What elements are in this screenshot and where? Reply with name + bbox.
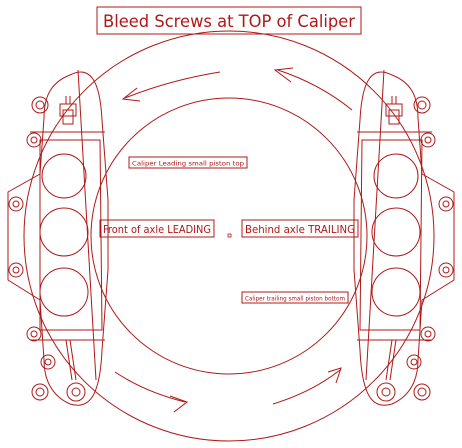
behind-label: Behind axle TRAILING [241,219,359,238]
front-label-text: Front of axle LEADING [103,223,211,236]
trailing-note-text: Caliper trailing small piston bottom [245,295,345,303]
arrow-bottom-right [272,367,342,405]
trailing-note: Caliper trailing small piston bottom [241,291,349,304]
leading-note-text: Caliper Leading small piston top [132,160,244,168]
arrow-top-left [121,71,221,102]
axle-center-mark [227,233,232,238]
arrow-top-right [273,67,353,111]
leading-note: Caliper Leading small piston top [128,156,248,169]
arrow-bottom-left [114,371,189,413]
front-label: Front of axle LEADING [99,219,215,238]
right-caliper [353,69,455,406]
diagram-title: Bleed Screws at TOP of Caliper [103,12,355,32]
left-caliper [7,69,109,406]
outer-rotor-circle [23,30,435,442]
behind-label-text: Behind axle TRAILING [245,223,355,236]
title-box [96,6,362,35]
inner-rotor-circle [90,97,368,375]
